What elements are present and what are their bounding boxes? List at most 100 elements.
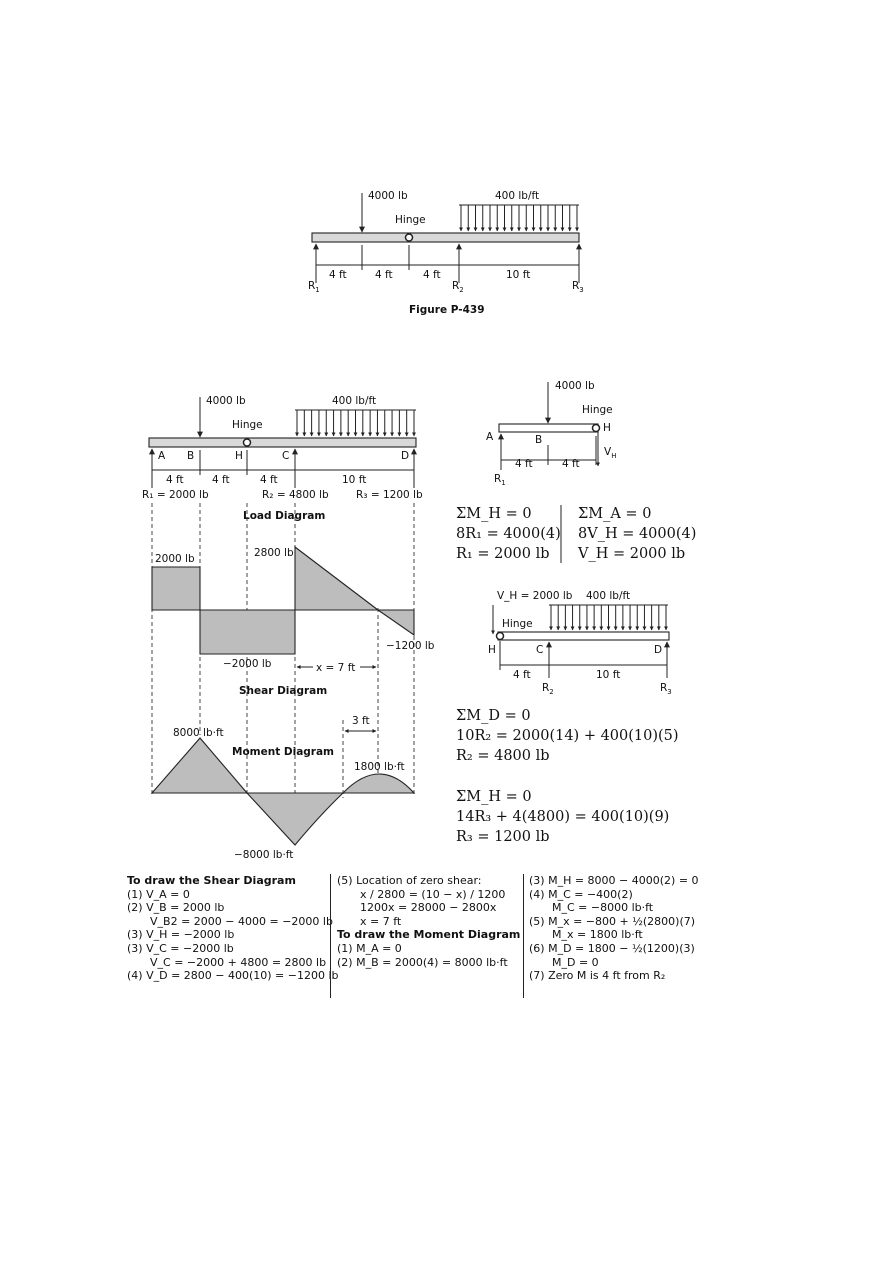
moment-area-negative — [245, 792, 345, 846]
fbd-left-point-h: H — [603, 422, 611, 434]
point-c-label: C — [282, 450, 289, 462]
notes-shear: To draw the Shear Diagram (1) V_A = 0 (2… — [127, 874, 339, 983]
solution-span-4: 10 ft — [342, 474, 366, 486]
equations-1: ΣM_H = 0 8R₁ = 4000(4) R₁ = 2000 lb ΣM_A… — [456, 505, 696, 563]
problem-figure: 4000 lb Hinge 400 lb/ft R1 R2 R3 4 ft 4 … — [308, 190, 584, 316]
point-a-label: A — [158, 450, 166, 462]
problem-point-load-label: 4000 lb — [368, 190, 408, 202]
note-line: (1) M_A = 0 — [337, 941, 402, 955]
shear-label-2000: 2000 lb — [155, 553, 195, 565]
problem-r1-label: R1 — [308, 280, 320, 294]
solution-span-3: 4 ft — [260, 474, 278, 486]
fbd-left-r1-label: R1 — [494, 473, 506, 487]
eq2-line-1: ΣM_D = 0 — [456, 708, 531, 724]
point-h-label: H — [235, 450, 243, 462]
note-line: x = 7 ft — [360, 914, 402, 928]
notes-moment: (3) M_H = 8000 − 4000(2) = 0 (4) M_C = −… — [529, 874, 699, 983]
note-line: (7) Zero M is 4 ft from R₂ — [529, 969, 666, 983]
problem-r2-label: R2 — [452, 280, 464, 294]
note-line: (6) M_D = 1800 − ½(1200)(3) — [529, 941, 695, 955]
fbd-right-span-2: 10 ft — [596, 669, 620, 681]
note-line: (2) V_B = 2000 lb — [127, 901, 225, 915]
problem-udl-label: 400 lb/ft — [495, 190, 539, 202]
problem-dimension-line — [316, 245, 579, 270]
eq2-line-3: R₂ = 4800 lb — [456, 748, 550, 764]
equations-2: ΣM_D = 0 10R₂ = 2000(14) + 400(10)(5) R₂… — [456, 708, 679, 764]
solution-beam-diagram: 4000 lb Hinge 400 lb/ft A B H C D 4 ft 4… — [142, 395, 423, 522]
fbd-right-vh-label: V_H = 2000 lb — [497, 590, 573, 602]
fbd-left-dimension — [501, 436, 597, 465]
point-b-label: B — [187, 450, 194, 462]
note-line: V_B2 = 2000 − 4000 = −2000 lb — [150, 914, 333, 928]
fbd-right-dimension — [499, 641, 667, 670]
eq1-right-2: 8V_H = 4000(4) — [578, 526, 696, 542]
note-line: x / 2800 = (10 − x) / 1200 — [360, 887, 506, 901]
problem-r3-label: R3 — [572, 280, 584, 294]
problem-span-1: 4 ft — [329, 269, 347, 281]
shear-area-bc — [199, 609, 296, 655]
fbd-right-point-d: D — [654, 644, 662, 656]
fbd-right: V_H = 2000 lb Hinge 400 lb/ft H C D 4 ft… — [488, 590, 672, 696]
eq1-right-3: V_H = 2000 lb — [577, 546, 685, 562]
moment-offset-label: 3 ft — [352, 715, 370, 727]
note-line: (4) V_D = 2800 − 400(10) = −1200 lb — [127, 969, 339, 983]
moment-diagram-title: Moment Diagram — [232, 746, 334, 758]
fbd-right-udl-label: 400 lb/ft — [586, 590, 630, 602]
solution-span-2: 4 ft — [212, 474, 230, 486]
zero-shear-label: x = 7 ft — [316, 662, 355, 674]
equations-3: ΣM_H = 0 14R₃ + 4(4800) = 400(10)(9) R₃ … — [456, 789, 669, 845]
note-line: V_C = −2000 + 4800 = 2800 lb — [150, 955, 327, 969]
solution-hinge-icon — [242, 438, 252, 447]
problem-span-3: 4 ft — [423, 269, 441, 281]
fbd-right-hinge-label: Hinge — [502, 618, 533, 630]
solution-point-load-label: 4000 lb — [206, 395, 246, 407]
solution-dimension-line — [152, 450, 414, 475]
moment-diagram: 8000 lb·ft −8000 lb·ft 1800 lb·ft 3 ft M… — [150, 715, 416, 861]
note-line: (3) V_H = −2000 lb — [127, 928, 235, 942]
eq3-line-1: ΣM_H = 0 — [456, 789, 532, 805]
fbd-left-point-a: A — [486, 431, 494, 443]
load-diagram-title: Load Diagram — [243, 510, 325, 522]
shear-diagram: 2000 lb 2800 lb −2000 lb −1200 lb x = 7 … — [151, 545, 435, 697]
moment-label-1800: 1800 lb·ft — [354, 761, 405, 773]
problem-span-4: 10 ft — [506, 269, 530, 281]
note-line: M_D = 0 — [552, 955, 599, 969]
fbd-right-point-h: H — [488, 644, 496, 656]
reaction-r2: R₂ = 4800 lb — [262, 489, 329, 501]
moment-label-8000: 8000 lb·ft — [173, 727, 224, 739]
note-line: (3) M_H = 8000 − 4000(2) = 0 — [529, 874, 699, 887]
fbd-left-point-b: B — [535, 434, 542, 446]
notes-shear-heading: To draw the Shear Diagram — [127, 874, 296, 887]
fbd-right-span-1: 4 ft — [513, 669, 531, 681]
note-line: (5) Location of zero shear: — [337, 874, 482, 887]
eq1-left-3: R₁ = 2000 lb — [456, 546, 550, 562]
fbd-left: 4000 lb Hinge A B H VH 4 ft 4 ft R1 — [486, 380, 616, 487]
eq3-line-2: 14R₃ + 4(4800) = 400(10)(9) — [456, 809, 669, 825]
solution-span-1: 4 ft — [166, 474, 184, 486]
shear-area-ab — [151, 566, 201, 611]
solution-beam — [148, 437, 417, 448]
shear-label-neg2000: −2000 lb — [223, 658, 272, 670]
point-d-label: D — [401, 450, 409, 462]
fbd-right-r2-label: R2 — [542, 682, 554, 696]
eq3-line-3: R₃ = 1200 lb — [456, 829, 550, 845]
note-line: (3) V_C = −2000 lb — [127, 941, 234, 955]
shear-area-zero-d — [376, 609, 415, 637]
figure-caption: Figure P-439 — [409, 304, 485, 316]
eq1-left-2: 8R₁ = 4000(4) — [456, 526, 561, 542]
note-line: M_C = −8000 lb·ft — [552, 901, 654, 915]
note-line: (1) V_A = 0 — [127, 887, 190, 901]
solution-udl-label: 400 lb/ft — [332, 395, 376, 407]
moment-area-positive-2 — [341, 773, 416, 794]
shear-label-neg1200: −1200 lb — [386, 640, 435, 652]
fbd-left-vh-label: VH — [604, 446, 616, 460]
problem-span-2: 4 ft — [375, 269, 393, 281]
fbd-left-span-2: 4 ft — [562, 458, 580, 470]
notes-zero-shear: (5) Location of zero shear: x / 2800 = (… — [337, 874, 520, 969]
eq1-right-1: ΣM_A = 0 — [578, 506, 651, 522]
eq1-left-1: ΣM_H = 0 — [456, 506, 532, 522]
notes-divider-1 — [330, 874, 331, 998]
fbd-right-beam — [497, 631, 670, 641]
problem-hinge-label: Hinge — [395, 214, 426, 226]
